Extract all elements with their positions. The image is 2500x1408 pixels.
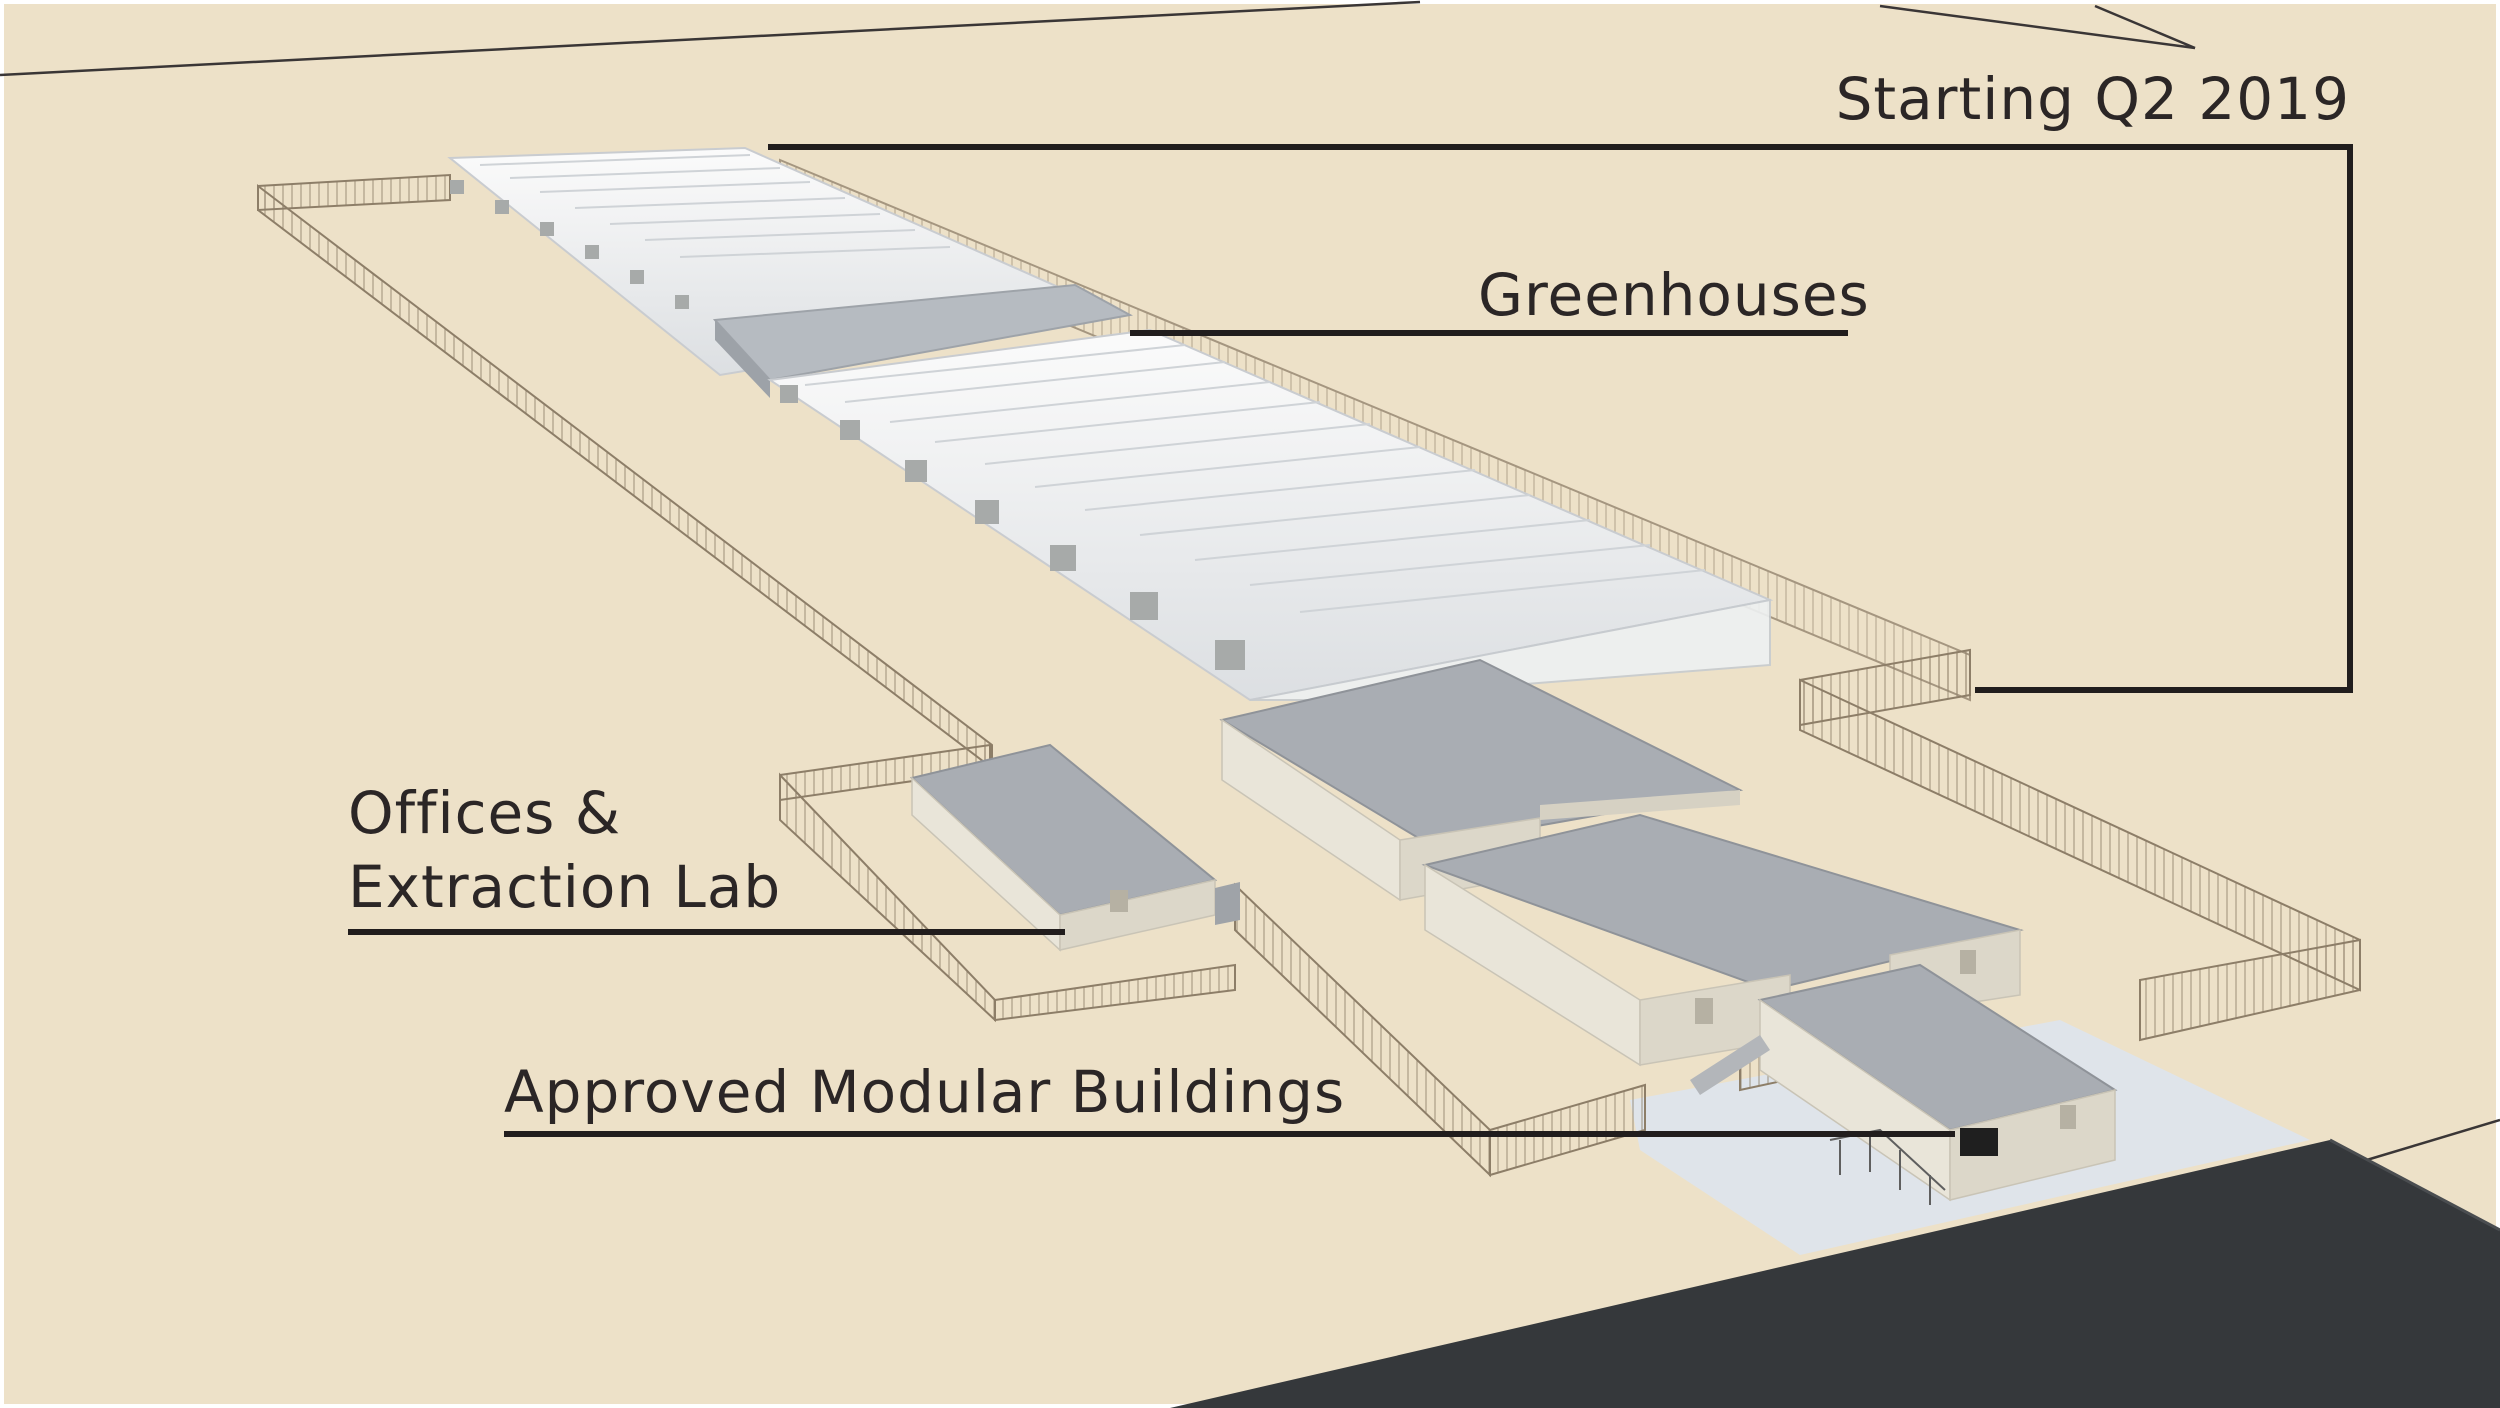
- fence-front-short: [1489, 1083, 1646, 1177]
- callout-lines: [348, 144, 2353, 1137]
- office-door: [1110, 890, 1128, 912]
- modular-front-door: [2060, 1105, 2076, 1129]
- offices-label: Offices & Extraction Lab: [348, 776, 781, 924]
- road-edge: [2329, 1138, 2500, 1232]
- fence-office-front: [994, 963, 1236, 1022]
- road: [1170, 1140, 2500, 1408]
- office-stairs: [1215, 882, 1240, 925]
- modular-mid-door-2: [1695, 998, 1713, 1024]
- modular-buildings: [1219, 658, 2118, 1205]
- approved-buildings-label: Approved Modular Buildings: [504, 1058, 1346, 1126]
- offices-label-line1: Offices &: [348, 779, 622, 847]
- modular-mid-door: [1960, 950, 1976, 974]
- greenhouse-icon: [447, 146, 1774, 702]
- greenhouse-headhouse-wall: [715, 320, 770, 398]
- building-icon: [909, 743, 1240, 952]
- greenhouse-ribs: [479, 154, 1706, 613]
- fence-north-short: [257, 173, 451, 212]
- modular-back-right-wall: [1540, 790, 1740, 820]
- greenhouse-glass-end: [1249, 598, 1771, 701]
- greenhouse-headhouse: [712, 283, 1133, 382]
- starting-date-label: Starting Q2 2019: [1835, 65, 2350, 133]
- callout-starting: [768, 144, 2353, 693]
- property-lines: [0, 0, 2500, 1167]
- modular-ramp: [1690, 1035, 1770, 1095]
- modular-front-window: [1960, 1128, 1998, 1156]
- greenhouse-fans: [450, 180, 1245, 670]
- greenhouses-label: Greenhouses: [1478, 261, 1870, 329]
- fence-right-front: [2139, 938, 2361, 1042]
- offices-label-line2: Extraction Lab: [348, 853, 782, 921]
